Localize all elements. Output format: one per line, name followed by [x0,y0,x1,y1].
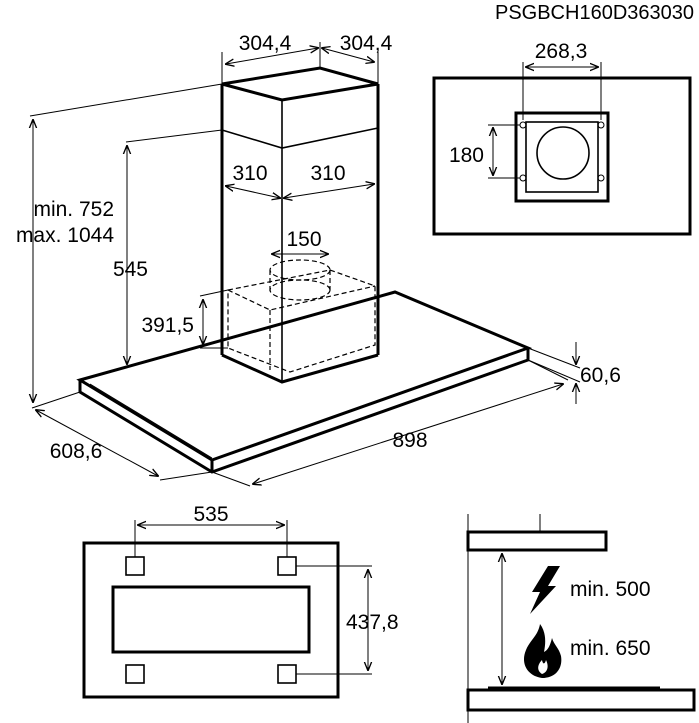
lightning-bolt-icon [530,566,560,614]
chimney-joint [221,127,379,149]
dim-mount-spacing-depth: 437,8 [346,611,399,634]
hood-silhouette [466,530,608,552]
dim-outlet-diameter: 150 [286,228,321,251]
hood-3d-view: 304,4 304,4 310 310 150 391,5 545 min. 7… [16,32,621,487]
dim-canopy-width: 898 [392,429,427,452]
clearance-gas: min. 650 [570,637,651,660]
dim-inner-right: 310 [310,162,345,185]
dim-chimney-width-right: 304,4 [340,32,393,55]
dim-canopy-depth: 608,6 [50,440,103,463]
dim-total-height-min: min. 752 [33,198,114,221]
dim-mount-spacing-width: 535 [193,503,228,526]
cooktop-silhouette [466,688,696,712]
ceiling-bracket-view: 268,3 180 [432,40,692,236]
bottom-view: 535 437,8 [82,503,399,699]
clearance-electric: min. 500 [570,578,651,601]
canopy-front [78,348,530,474]
dim-chimney-height: 545 [113,258,148,281]
internal-motor-box [227,259,376,373]
clearance-view: min. 500 min. 650 [466,514,696,723]
dim-inner-left: 310 [232,162,267,185]
dim-total-height-max: max. 1044 [16,224,114,247]
flame-icon [523,624,562,678]
dim-filter-box-height: 391,5 [141,314,194,337]
dim-canopy-thickness: 60,6 [580,364,621,387]
dim-bracket-width: 268,3 [535,40,588,63]
dim-bracket-height: 180 [449,144,484,167]
chimney-top [221,66,379,102]
dim-chimney-width-left: 304,4 [239,32,292,55]
model-code: PSGBCH160D363030 [495,2,694,24]
